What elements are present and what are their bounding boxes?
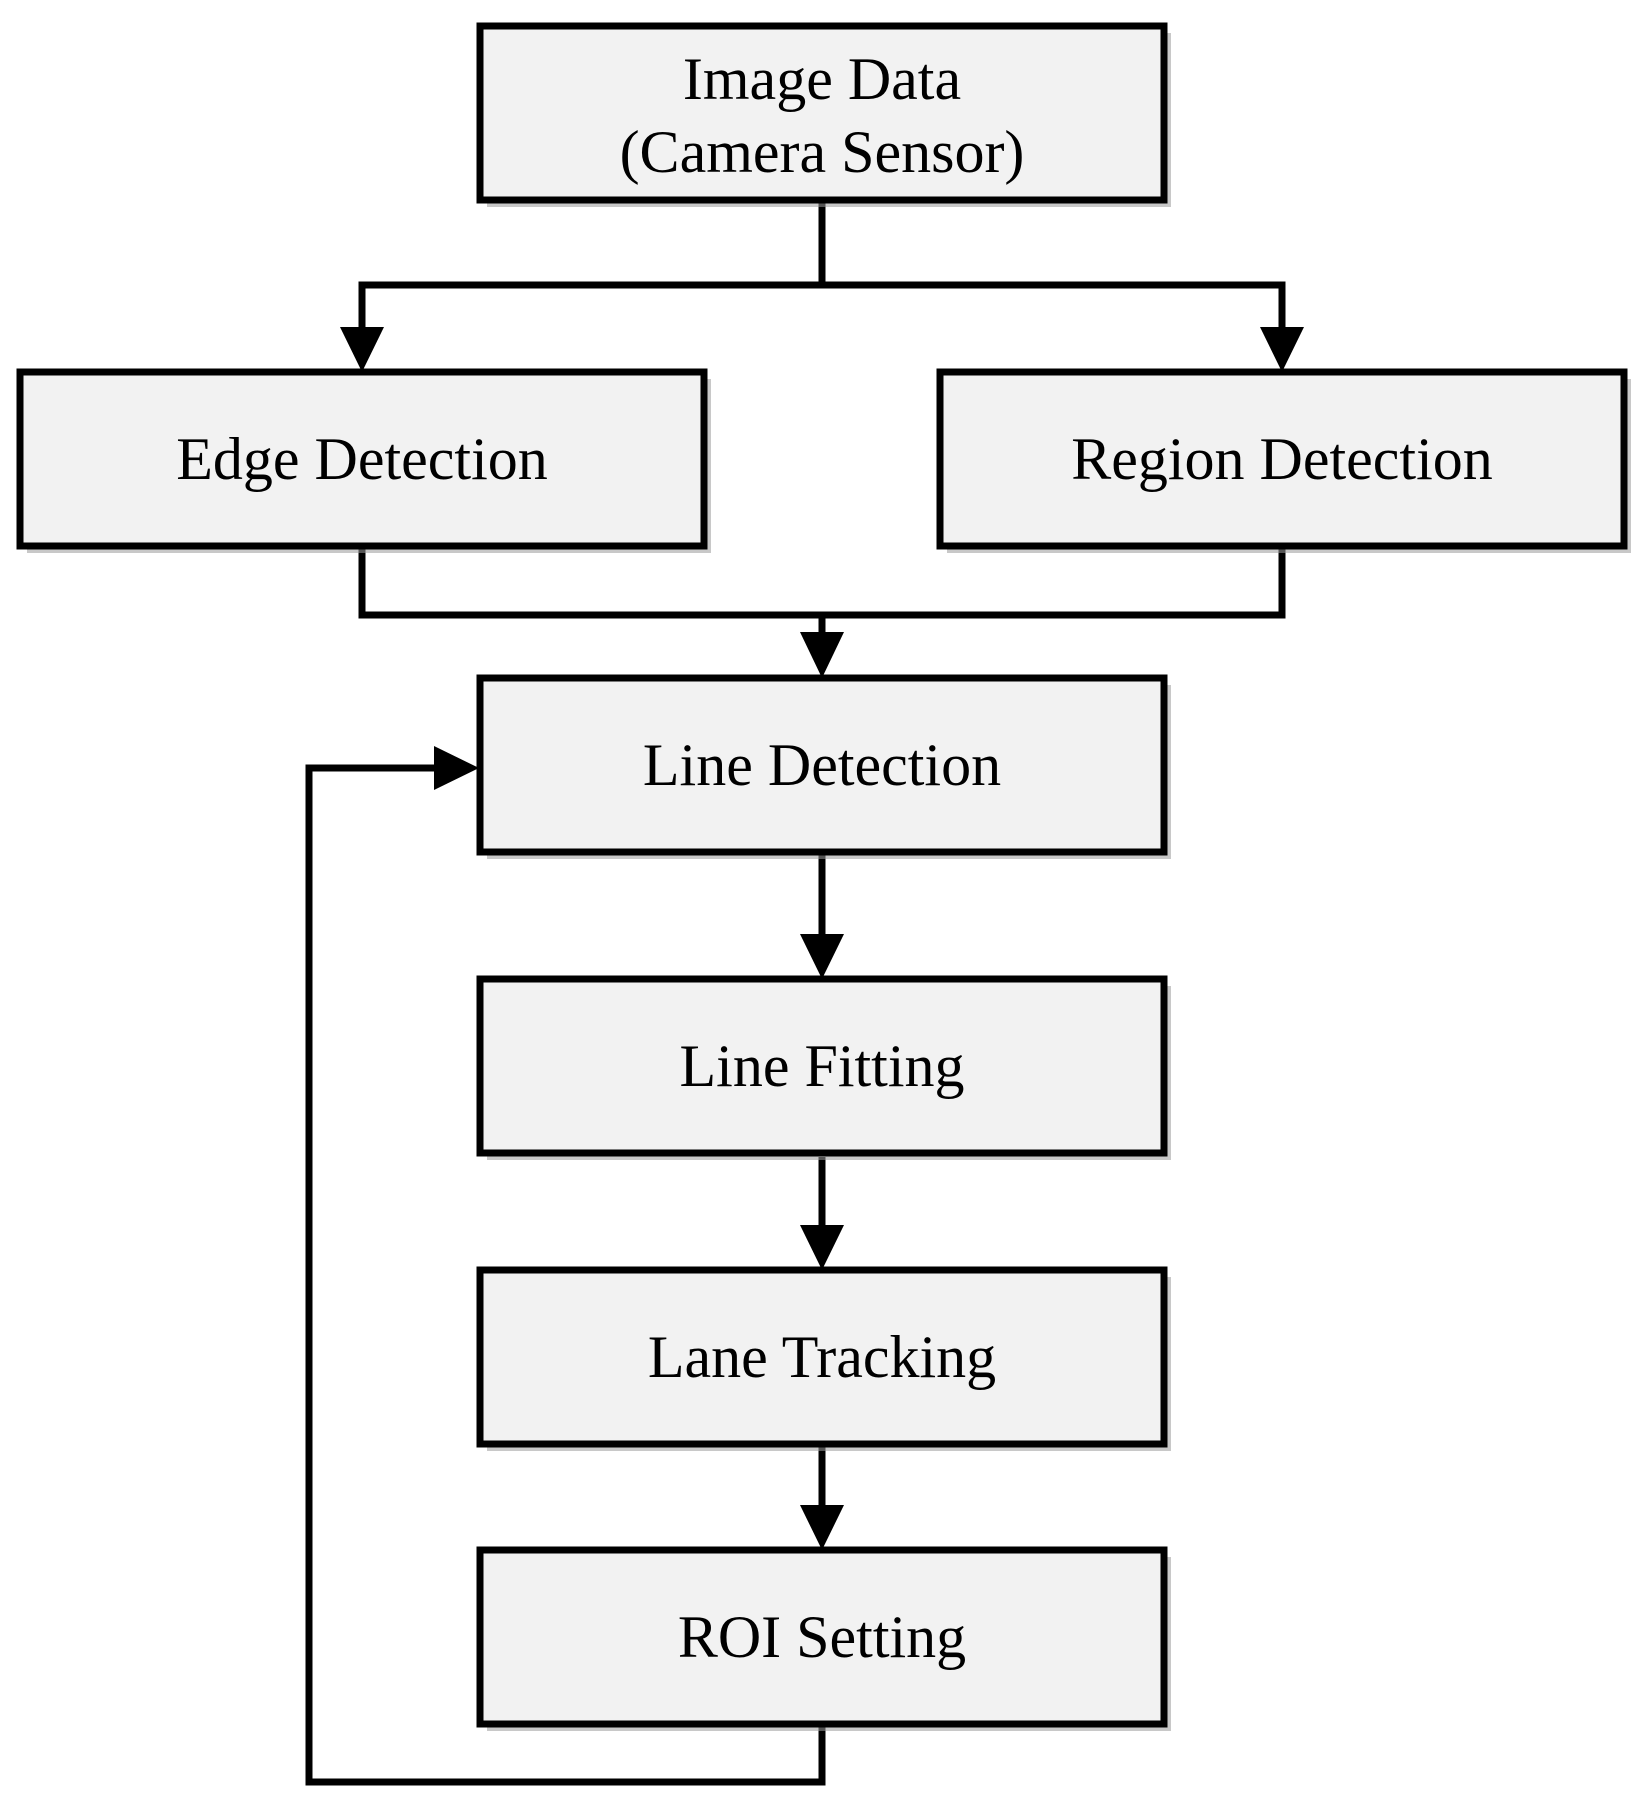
edge-image-data-to-edge-detection bbox=[358, 200, 826, 335]
node-edge-detection-box bbox=[16, 368, 708, 550]
node-image-data-label-line1: Image Data bbox=[683, 46, 961, 112]
arrowhead-into-edge-detection bbox=[340, 327, 384, 372]
node-lane-tracking-label: Lane Tracking bbox=[648, 1324, 996, 1390]
node-region-detection-box bbox=[936, 368, 1628, 550]
node-lane-tracking-box bbox=[476, 1266, 1168, 1448]
node-line-fitting-box bbox=[476, 975, 1168, 1157]
edge-image-data-to-region-detection bbox=[822, 281, 1286, 335]
edge-region-detection-to-line-detection bbox=[822, 548, 1286, 619]
node-line-fitting-label: Line Fitting bbox=[680, 1033, 965, 1099]
node-image-data-label-line2: (Camera Sensor) bbox=[620, 119, 1025, 185]
node-roi-setting-label: ROI Setting bbox=[678, 1604, 966, 1670]
arrowhead-into-region-detection bbox=[1260, 327, 1304, 372]
node-roi-setting: ROI Setting bbox=[476, 1546, 1171, 1731]
node-roi-setting-box bbox=[476, 1546, 1168, 1728]
node-region-detection: Region Detection bbox=[936, 368, 1631, 553]
node-edge-detection: Edge Detection bbox=[16, 368, 711, 553]
node-line-detection-box bbox=[476, 674, 1168, 856]
edge-roi-setting-feedback-to-line-detection bbox=[305, 764, 826, 1786]
node-region-detection-label: Region Detection bbox=[1071, 426, 1493, 492]
arrowhead-feedback-into-line-detection bbox=[434, 746, 479, 790]
node-image-data-box bbox=[476, 22, 1168, 204]
node-image-data: Image Data (Camera Sensor) bbox=[476, 22, 1171, 207]
node-line-fitting: Line Fitting bbox=[476, 975, 1171, 1160]
node-edge-detection-label: Edge Detection bbox=[176, 426, 548, 492]
arrowhead-into-roi-setting bbox=[800, 1505, 844, 1550]
node-lane-tracking: Lane Tracking bbox=[476, 1266, 1171, 1451]
arrowhead-into-lane-tracking bbox=[800, 1225, 844, 1270]
connectors bbox=[305, 200, 1304, 1786]
arrowhead-into-line-fitting bbox=[800, 934, 844, 979]
edge-edge-detection-to-line-detection bbox=[358, 548, 826, 645]
node-line-detection: Line Detection bbox=[476, 674, 1171, 859]
node-line-detection-label: Line Detection bbox=[643, 732, 1001, 798]
arrowhead-into-line-detection bbox=[800, 632, 844, 678]
